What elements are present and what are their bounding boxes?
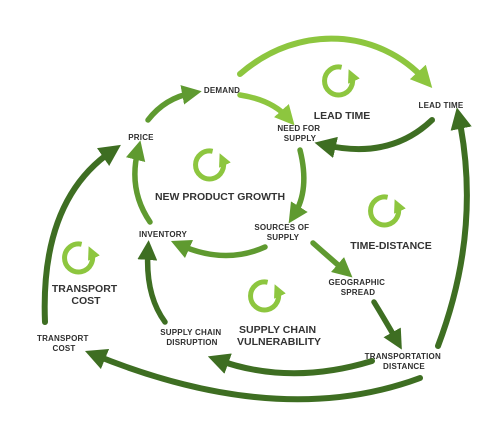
loop-label-layer: LEAD TIME NEW PRODUCT GROWTH TIME-DISTAN… (52, 110, 432, 348)
arrow-transportation-distance-to-lead-time (435, 107, 472, 349)
loop-lead-time-icon (322, 64, 360, 98)
arrow-sources-of-supply-to-geographic-spread (310, 240, 353, 278)
arrow-demand-to-need-for-supply (237, 92, 295, 126)
arrow-transport-cost-to-price (41, 144, 121, 325)
arrow-layer (41, 35, 472, 403)
loop-supply-chain-vulnerability-icon (248, 279, 286, 313)
arrow-need-for-supply-to-sources-of-supply (288, 147, 308, 224)
node-need-for-supply: NEED FOR SUPPLY (277, 124, 322, 143)
loop-label-lead-time: LEAD TIME (314, 110, 371, 122)
arrow-price-to-demand (145, 85, 202, 123)
arrow-geographic-spread-to-transportation-distance (371, 299, 402, 350)
arrow-supply-chain-disruption-to-inventory (137, 240, 168, 325)
node-inventory: INVENTORY (139, 230, 187, 239)
arrow-transportation-distance-to-supply-chain-disruption (207, 353, 375, 377)
loop-transport-cost-icon (62, 241, 100, 275)
node-demand: DEMAND (204, 86, 240, 95)
loop-label-supply-chain-vulnerability: SUPPLY CHAIN VULNERABILITY (237, 324, 321, 348)
node-transport-cost: TRANSPORT COST (37, 334, 91, 353)
loop-new-product-growth-icon (193, 148, 231, 182)
node-label-layer: DEMAND PRICE NEED FOR SUPPLY LEAD TIME I… (37, 86, 464, 371)
arrow-demand-to-lead-time (237, 35, 433, 89)
node-lead-time: LEAD TIME (419, 101, 464, 110)
node-supply-chain-disruption: SUPPLY CHAIN DISRUPTION (160, 328, 224, 347)
arrow-transportation-distance-to-transport-cost (84, 349, 423, 403)
arrow-sources-of-supply-to-inventory (170, 239, 268, 259)
loop-time-distance-icon (368, 194, 406, 228)
loop-label-new-product-growth: NEW PRODUCT GROWTH (155, 191, 285, 203)
loop-label-transport-cost: TRANSPORT COST (52, 283, 120, 307)
node-transportation-distance: TRANSPORTATION DISTANCE (365, 352, 444, 371)
loop-icon-layer (62, 64, 406, 313)
loop-label-time-distance: TIME-DISTANCE (350, 240, 431, 252)
node-price: PRICE (128, 133, 154, 142)
node-geographic-spread: GEOGRAPHIC SPREAD (328, 278, 387, 297)
arrow-lead-time-to-need-for-supply (314, 117, 435, 158)
node-sources-of-supply: SOURCES OF SUPPLY (254, 223, 311, 242)
arrow-inventory-to-price (125, 140, 153, 225)
